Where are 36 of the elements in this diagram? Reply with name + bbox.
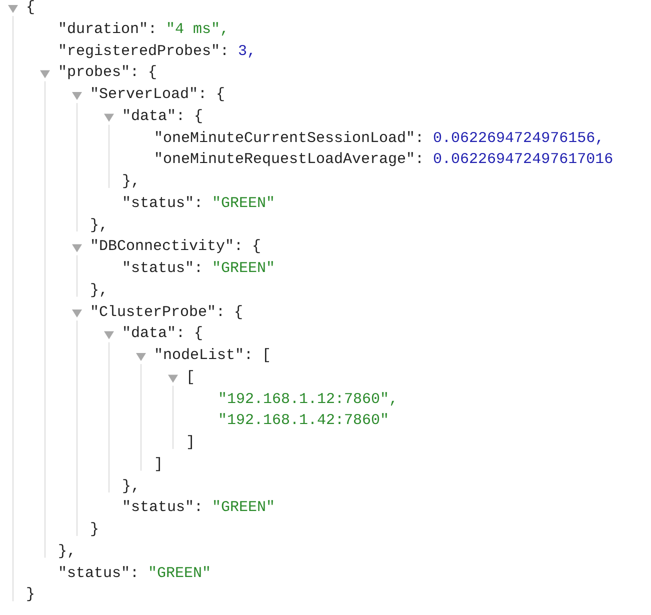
json-key: "ClusterProbe": { [90,304,244,322]
json-key: "status": [122,260,204,278]
json-key: "registeredProbes": [58,42,230,60]
json-key: "oneMinuteCurrentSessionLoad": [154,130,424,148]
json-key: } [26,586,36,604]
string-value: "GREEN" [212,260,276,278]
string-value: "GREEN" [212,499,276,518]
json-key: "data": { [122,108,204,126]
number-value: 3, [238,42,256,60]
json-key: } [90,521,100,539]
json-key: }, [58,542,76,561]
string-value: "192.168.1.12:7860", [218,390,398,408]
json-key: "oneMinuteRequestLoadAverage": [154,151,424,170]
json-key: "ServerLoad": { [90,86,226,104]
json-key: ] [154,456,164,474]
json-key: }, [90,216,108,234]
string-value: "GREEN" [148,564,212,582]
json-key: "status": [122,194,204,213]
json-key: "data": { [122,325,204,344]
json-key: }, [90,282,108,300]
json-key: { [26,0,36,17]
number-value: 0.0622694724976156, [433,130,604,148]
string-value: "192.168.1.42:7860" [218,412,390,430]
number-value: 0.062269472497617016 [433,151,614,170]
json-key: "duration": [58,20,158,39]
json-key: }, [122,478,140,496]
string-value: "GREEN" [212,194,276,213]
json-key: [ [186,368,196,387]
string-value: "4 ms", [166,20,230,39]
json-key: }, [122,173,140,191]
json-key: "probes": { [58,64,158,82]
json-key: "status": [58,564,140,582]
json-key: "nodeList": [ [154,347,272,365]
json-key: "status": [122,499,204,518]
json-key: "DBConnectivity": { [90,238,262,256]
json-key: ] [186,434,196,452]
